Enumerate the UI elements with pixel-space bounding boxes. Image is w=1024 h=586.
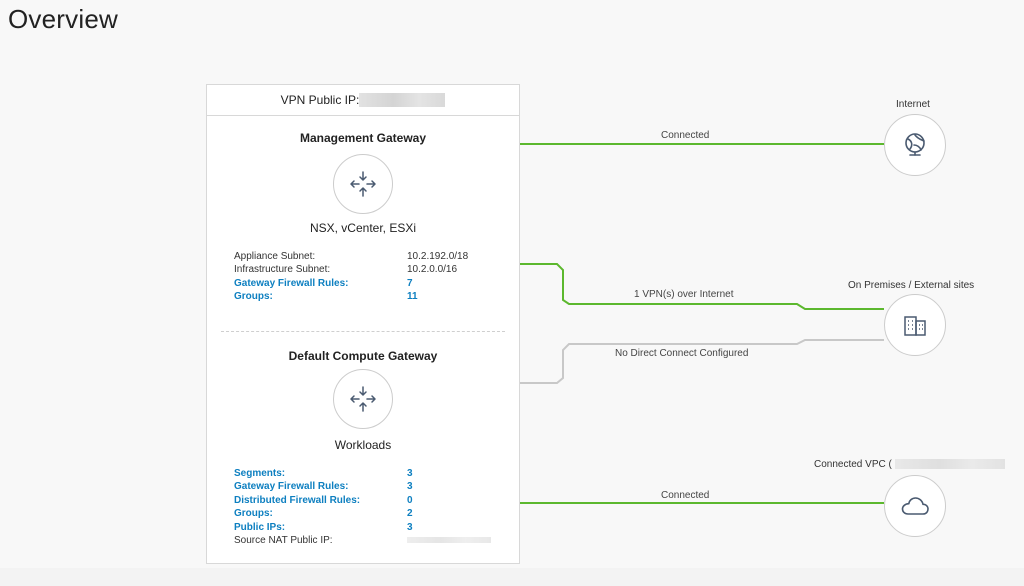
compute-gateway-icon[interactable] [333,369,393,429]
segments-count[interactable]: 3 [407,468,413,479]
groups-count[interactable]: 11 [407,291,418,303]
management-gateway-icon[interactable] [333,154,393,214]
gateway-card: VPN Public IP: Management Gateway NSX, v… [206,84,520,564]
detail-row-source-nat-public-ip: Source NAT Public IP: [234,534,504,547]
detail-row-gateway-firewall-rules[interactable]: Gateway Firewall Rules: 3 [234,480,504,493]
gateway-firewall-rules-count[interactable]: 3 [407,481,413,493]
direct-connect-label: No Direct Connect Configured [615,348,749,359]
public-ips-count[interactable]: 3 [407,521,413,533]
detail-row-groups[interactable]: Groups: 11 [234,290,504,303]
gateway-firewall-rules-link[interactable]: Gateway Firewall Rules: [234,277,349,289]
public-ips-link[interactable]: Public IPs: [234,521,286,533]
connected-vpc-label-text: Connected VPC ( [814,459,892,470]
page-title: Overview [8,4,118,34]
management-gateway-subtitle: NSX, vCenter, ESXi [309,221,417,235]
router-arrows-icon [350,386,376,412]
groups-link[interactable]: Groups: [234,291,273,303]
footer-strip [0,568,1024,586]
detail-key: Appliance Subnet: [234,251,316,262]
groups-link[interactable]: Groups: [234,508,273,520]
connected-vpc-site-label: Connected VPC ( [814,459,1005,470]
detail-row-infrastructure-subnet: Infrastructure Subnet: 10.2.0.0/16 [234,263,504,276]
vpn-connection-line [520,263,884,310]
detail-row-distributed-firewall-rules[interactable]: Distributed Firewall Rules: 0 [234,494,504,507]
compute-gateway-details: Segments: 3 Gateway Firewall Rules: 3 Di… [234,467,504,547]
internet-site-icon[interactable] [884,114,946,176]
management-gateway-title: Management Gateway [299,131,427,145]
on-premises-site-icon[interactable] [884,294,946,356]
compute-gateway-subtitle: Workloads [334,438,392,452]
connected-vpc-id-redacted [894,459,1005,470]
detail-row-groups[interactable]: Groups: 2 [234,507,504,520]
detail-row-segments[interactable]: Segments: 3 [234,467,504,480]
detail-value: 10.2.0.0/16 [407,264,458,276]
source-nat-ip-redacted [407,534,491,547]
vpn-connection-label: 1 VPN(s) over Internet [634,289,734,300]
cloud-icon [901,497,929,515]
vpn-public-ip-label: VPN Public IP: [280,93,360,107]
segments-link[interactable]: Segments: [234,468,286,479]
internet-site-label: Internet [896,99,930,110]
connected-vpc-site-icon[interactable] [884,475,946,537]
detail-row-public-ips[interactable]: Public IPs: 3 [234,521,504,534]
direct-connect-line [520,339,884,384]
distributed-firewall-rules-count[interactable]: 0 [407,494,413,506]
vpc-connection-label: Connected [661,490,710,501]
detail-row-gateway-firewall-rules[interactable]: Gateway Firewall Rules: 7 [234,277,504,290]
vpn-public-ip: VPN Public IP: [207,85,519,116]
distributed-firewall-rules-link[interactable]: Distributed Firewall Rules: [234,494,361,506]
compute-gateway-title: Default Compute Gateway [288,349,438,363]
vpn-public-ip-value-redacted [359,93,446,107]
detail-key: Source NAT Public IP: [234,534,333,546]
detail-value: 10.2.192.0/18 [407,251,469,262]
globe-icon [905,133,925,156]
gateway-divider [221,331,505,332]
router-arrows-icon [350,171,376,197]
management-gateway-details: Appliance Subnet: 10.2.192.0/18 Infrastr… [234,250,504,304]
on-premises-site-label: On Premises / External sites [848,280,975,291]
gateway-firewall-rules-link[interactable]: Gateway Firewall Rules: [234,481,349,493]
detail-key: Infrastructure Subnet: [234,264,331,276]
groups-count[interactable]: 2 [407,508,413,520]
building-icon [904,316,926,336]
gateway-firewall-rules-count[interactable]: 7 [407,277,413,289]
internet-connection-label: Connected [661,130,710,141]
detail-row-appliance-subnet: Appliance Subnet: 10.2.192.0/18 [234,250,504,263]
